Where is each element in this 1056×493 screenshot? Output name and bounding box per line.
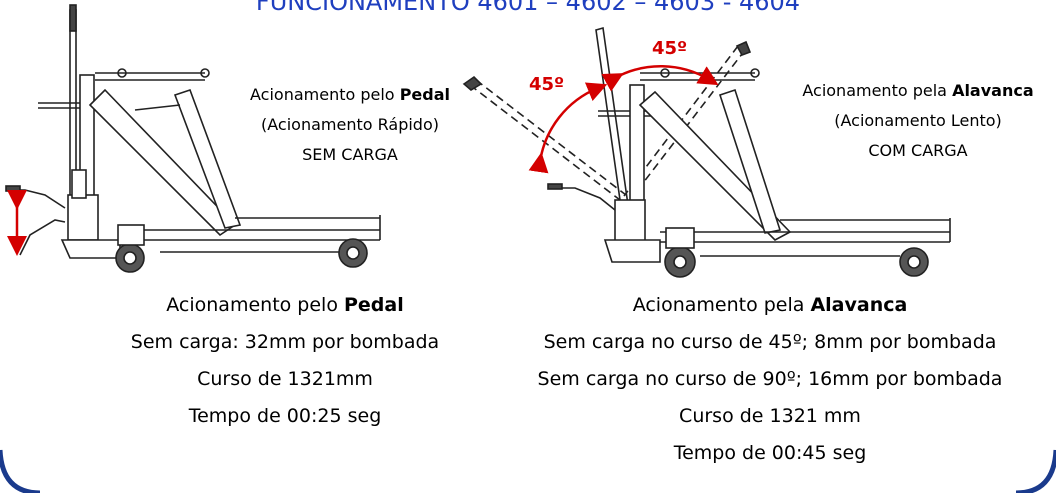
right-callout-line3: COM CARGA bbox=[868, 141, 968, 160]
left-callout: Acionamento pelo Pedal (Acionamento Rápi… bbox=[224, 80, 476, 170]
pedal-spec-line: Curso de 1321mm bbox=[197, 368, 373, 390]
right-callout: Acionamento pela Alavanca (Acionamento L… bbox=[780, 76, 1056, 166]
lever-spec-line: Sem carga no curso de 45º; 8mm por bomba… bbox=[543, 331, 997, 353]
angle-label-left: 45º bbox=[529, 74, 565, 95]
left-callout-bold: Pedal bbox=[399, 85, 450, 104]
left-callout-line3: SEM CARGA bbox=[302, 145, 398, 164]
right-callout-bold: Alavanca bbox=[952, 81, 1034, 100]
lever-spec-line: Sem carga no curso de 90º; 16mm por bomb… bbox=[537, 368, 1003, 390]
lever-spec-line: Tempo de 00:45 seg bbox=[673, 442, 867, 464]
pedal-spec-block: Acionamento pelo Pedal Sem carga: 32mm p… bbox=[110, 287, 460, 435]
left-callout-line2: (Acionamento Rápido) bbox=[261, 115, 439, 134]
left-cart-drawing bbox=[5, 4, 381, 273]
angle-label-top: 45º bbox=[652, 38, 688, 59]
lever-spec-block: Acionamento pela Alavanca Sem carga no c… bbox=[490, 287, 1050, 472]
pedal-spec-line: Tempo de 00:25 seg bbox=[188, 405, 382, 427]
pedal-heading-bold: Pedal bbox=[344, 294, 404, 316]
page-title: FUNCIONAMENTO 4601 – 4602 – 4603 - 4604 bbox=[255, 0, 801, 16]
lever-heading-prefix: Acionamento pela bbox=[632, 294, 811, 316]
left-callout-prefix: Acionamento pelo bbox=[250, 85, 400, 104]
right-callout-line2: (Acionamento Lento) bbox=[834, 111, 1002, 130]
pedal-heading-prefix: Acionamento pelo bbox=[166, 294, 344, 316]
right-cart-drawing bbox=[462, 26, 951, 278]
frame-corner-left bbox=[0, 449, 41, 493]
lever-heading-bold: Alavanca bbox=[810, 294, 908, 316]
top-45-arc bbox=[601, 65, 719, 92]
pedal-spec-line: Sem carga: 32mm por bombada bbox=[130, 331, 440, 353]
right-callout-prefix: Acionamento pela bbox=[802, 81, 953, 100]
lever-spec-line: Curso de 1321 mm bbox=[679, 405, 861, 427]
left-45-arc bbox=[528, 82, 608, 174]
